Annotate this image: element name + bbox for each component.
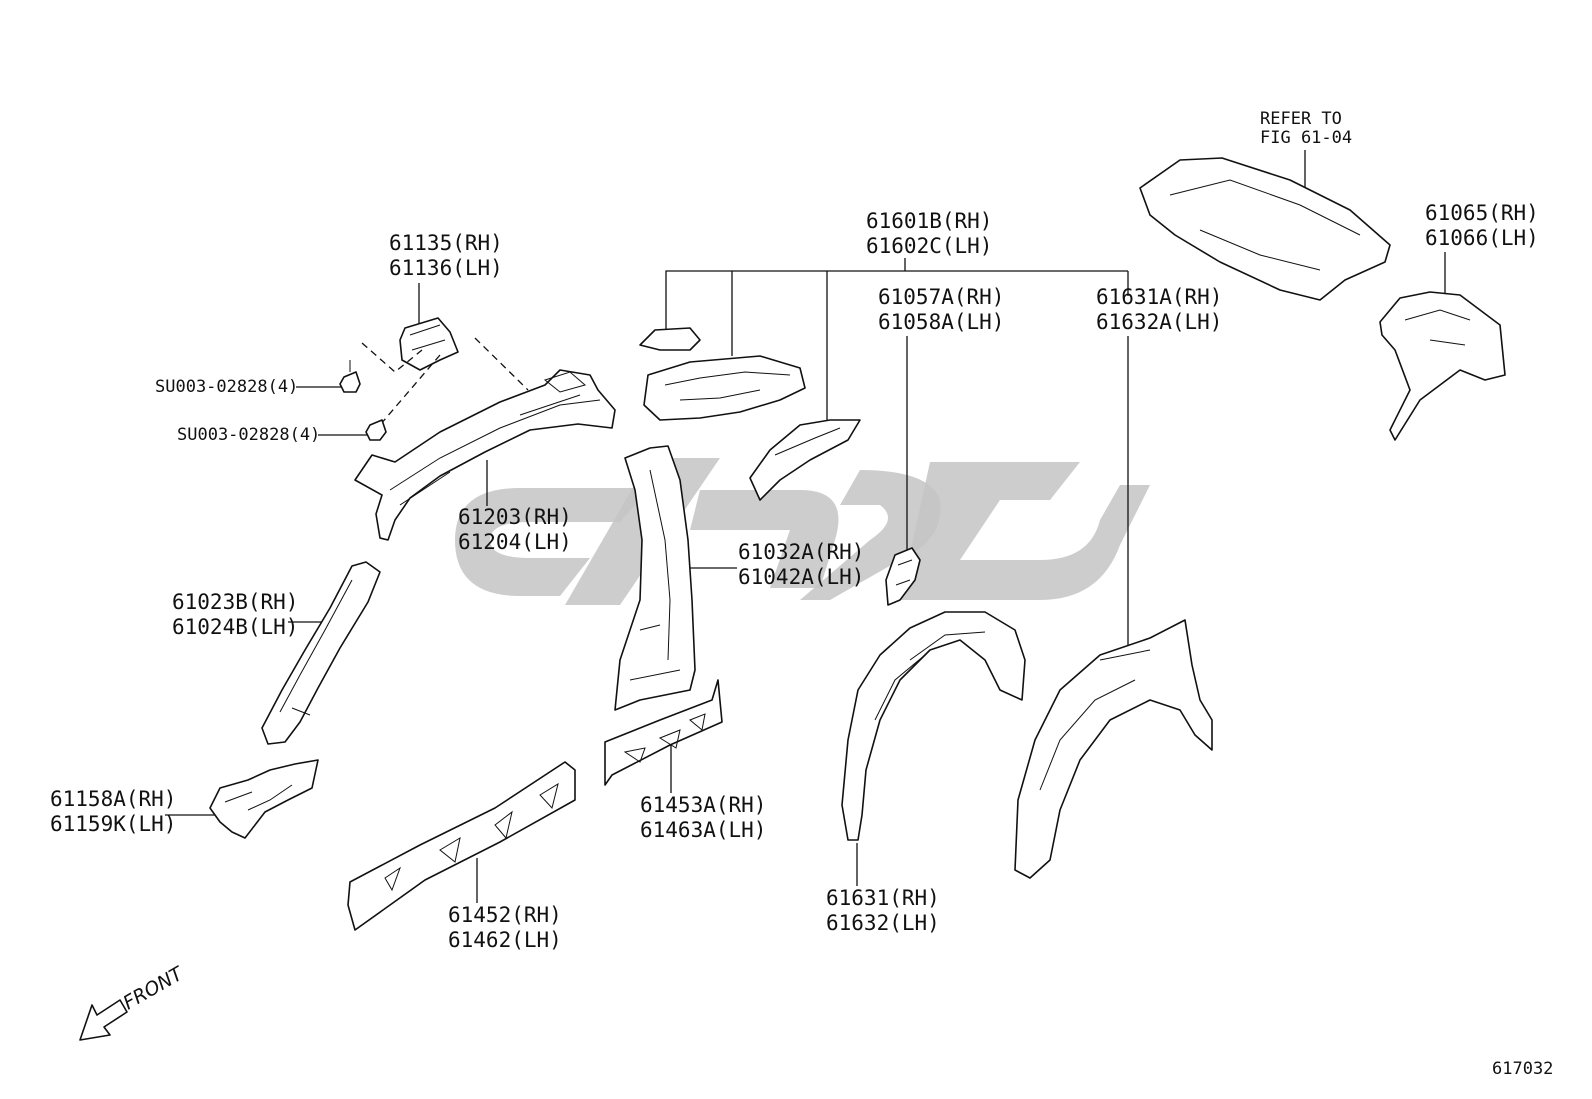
callout-61452-rh: 61452(RH) (448, 903, 562, 927)
callout-61057a-rh: 61057A(RH) (878, 285, 1004, 309)
callout-61023b-rh: 61023B(RH) (172, 590, 298, 614)
refer-to-note: REFER TO (1260, 109, 1342, 129)
callout-61159k-lh: 61159K(LH) (50, 812, 176, 836)
part-bracket-61065 (1379, 291, 1506, 441)
part-wheelhouse-inner-61631 (841, 611, 1026, 841)
callout-61463a-lh: 61463A(LH) (640, 818, 766, 842)
bolt-lower (365, 419, 387, 441)
callout-61631-rh: 61631(RH) (826, 886, 940, 910)
callout-61065-rh: 61065(RH) (1425, 201, 1539, 225)
front-arrow-icon (79, 999, 128, 1041)
callout-61462-lh: 61462(LH) (448, 928, 562, 952)
callout-61136-lh: 61136(LH) (389, 256, 503, 280)
callout-61135-rh: 61135(RH) (389, 231, 503, 255)
callout-61631a-rh: 61631A(RH) (1096, 285, 1222, 309)
part-package-tray-ref (1139, 157, 1391, 301)
callout-61632a-lh: 61632A(LH) (1096, 310, 1222, 334)
part-wheelhouse-outer-61631a (1014, 619, 1213, 879)
callout-61203-rh: 61203(RH) (458, 505, 572, 529)
front-direction-indicator: FRONT (79, 962, 188, 1041)
part-bracket-61158a (209, 759, 319, 839)
part-center-pillar-61032a (614, 445, 696, 711)
callout-su-bolt-upper: SU003-02828(4) (155, 377, 298, 397)
callout-61066-lh: 61066(LH) (1425, 226, 1539, 250)
bolt-upper (339, 360, 361, 393)
part-quarter-upper-61601b (639, 327, 861, 501)
part-pillar-61023b (261, 561, 381, 745)
figure-number: 617032 (1492, 1059, 1553, 1079)
refer-fig-note: FIG 61-04 (1260, 128, 1352, 148)
callout-61058a-lh: 61058A(LH) (878, 310, 1004, 334)
callout-61204-lh: 61204(LH) (458, 530, 572, 554)
callout-su-bolt-lower: SU003-02828(4) (177, 425, 320, 445)
callout-61601b-rh: 61601B(RH) (866, 209, 992, 233)
callout-61453a-rh: 61453A(RH) (640, 793, 766, 817)
callout-61632-lh: 61632(LH) (826, 911, 940, 935)
part-roof-rail-61203 (354, 369, 616, 541)
part-bracket-61057a (885, 547, 921, 606)
front-label: FRONT (120, 962, 188, 1014)
callout-61024b-lh: 61024B(LH) (172, 615, 298, 639)
part-rocker-outer-61453a (604, 679, 723, 786)
callout-61032a-rh: 61032A(RH) (738, 540, 864, 564)
callout-61158a-rh: 61158A(RH) (50, 787, 176, 811)
callout-61042a-lh: 61042A(LH) (738, 565, 864, 589)
part-upper-bracket-61135 (399, 317, 459, 371)
callout-61602c-lh: 61602C(LH) (866, 234, 992, 258)
part-rocker-inner-61452 (347, 761, 576, 931)
